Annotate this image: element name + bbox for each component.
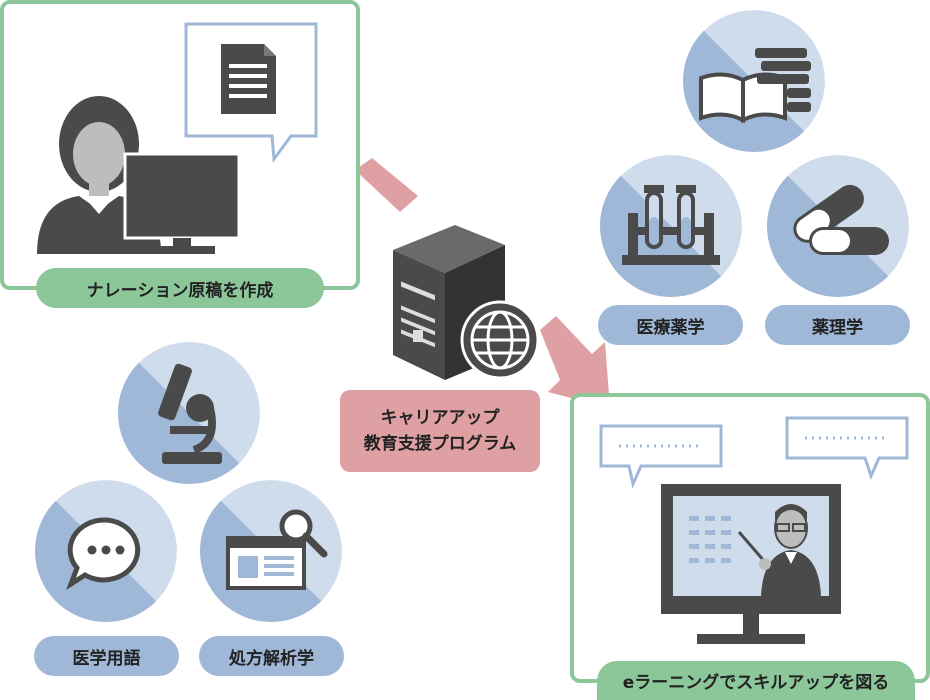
monitor-icon <box>661 484 841 644</box>
speech-bubble-right-icon <box>785 416 909 481</box>
analysis-circle <box>200 480 342 622</box>
teacher-icon <box>737 504 821 596</box>
screen-dots <box>689 516 731 563</box>
browser-search-icon <box>226 509 328 590</box>
books-icon <box>699 48 811 124</box>
program-label-line1: キャリアアップ <box>380 408 500 428</box>
microscope-icon <box>158 363 222 464</box>
globe-icon <box>460 300 540 380</box>
speech-bubble-left-icon <box>599 424 723 489</box>
test-tube-icon <box>622 185 720 265</box>
document-icon <box>221 44 276 114</box>
topic-label-iryo: 医療薬学 <box>598 305 743 345</box>
topic-label-yakuri: 薬理学 <box>765 305 910 345</box>
program-label: キャリアアップ 教育支援プログラム <box>340 390 540 472</box>
server-illustration <box>393 225 540 380</box>
elearning-illustration <box>599 416 909 644</box>
topic-label-igaku: 医学用語 <box>34 636 179 676</box>
microscope-circle <box>118 342 260 484</box>
elearning-label: eラーニングでスキルアップを図る <box>597 661 915 700</box>
chat-circle <box>35 480 177 622</box>
program-label-line2: 教育支援プログラム <box>363 434 517 454</box>
capsules-circle <box>767 155 909 297</box>
arrow-upper <box>355 158 418 212</box>
narration-label: ナレーション原稿を作成 <box>36 268 324 308</box>
topic-label-shoho: 処方解析学 <box>199 636 344 676</box>
narration-panel <box>0 0 360 290</box>
narrator-illustration <box>37 22 318 254</box>
monitor-icon <box>123 152 241 254</box>
test-tubes-circle <box>600 155 742 297</box>
chat-bubble-icon <box>66 517 141 591</box>
books-circle <box>683 10 825 152</box>
capsule-icon <box>793 184 889 255</box>
elearning-panel <box>570 393 930 683</box>
arrow-lower <box>540 316 610 408</box>
